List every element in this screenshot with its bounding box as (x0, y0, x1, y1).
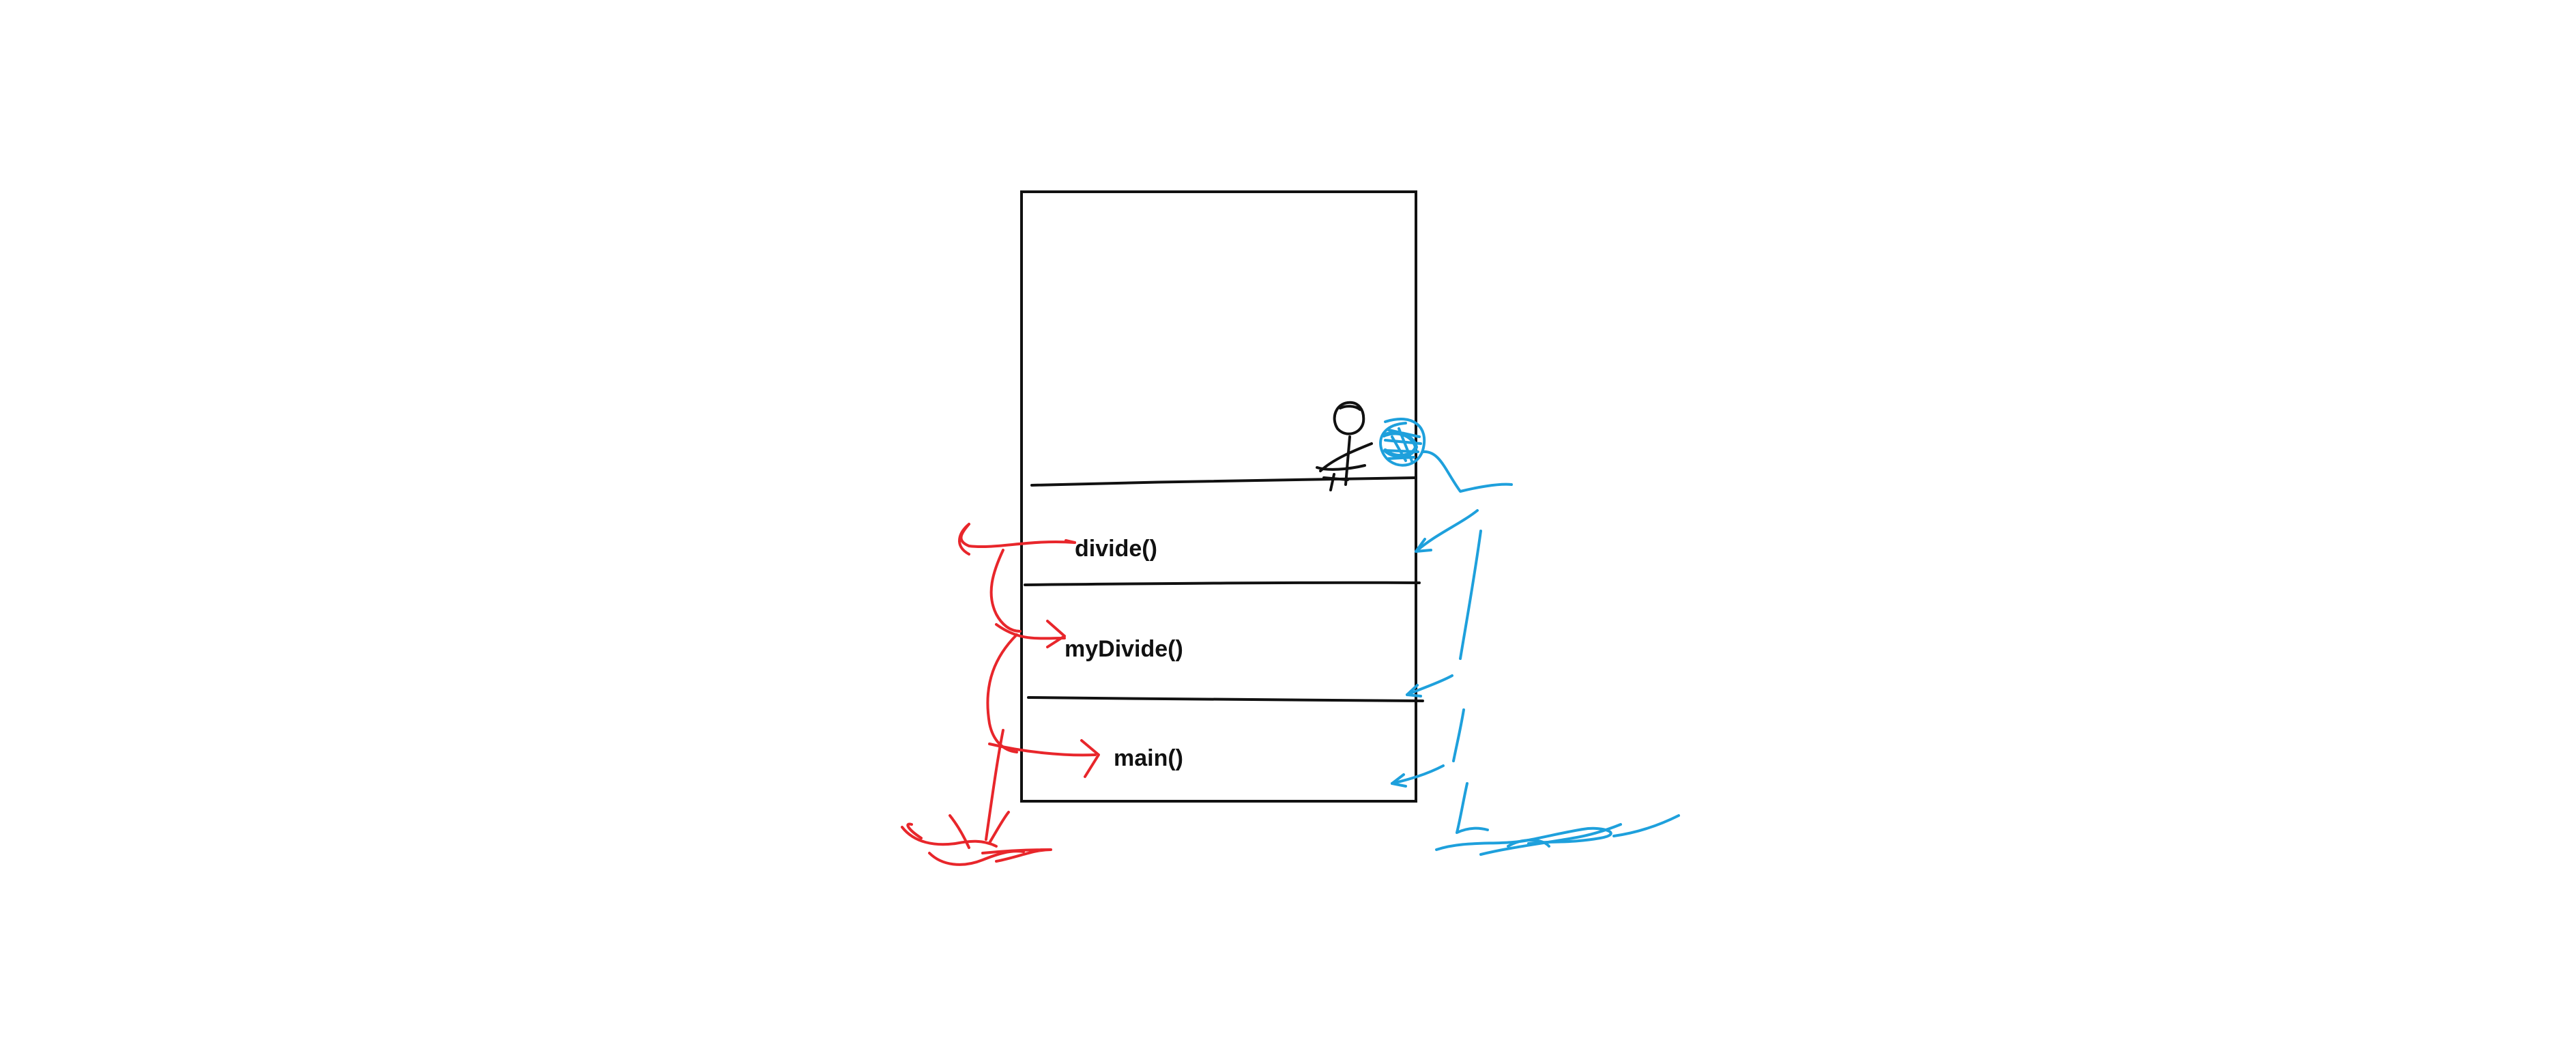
frame-divider-middle (1024, 581, 1421, 586)
frame-label-mydivide: myDivide() (1065, 636, 1183, 662)
frame-divider-top (1030, 476, 1417, 487)
stick-figure-icon (1316, 401, 1373, 491)
frame-label-divide: divide() (1075, 536, 1157, 562)
frame-divider-bottom (1027, 696, 1424, 702)
blue-figure-icon (1379, 418, 1680, 856)
red-arrows-icon (901, 523, 1100, 866)
frame-label-main: main() (1114, 745, 1183, 771)
call-stack-box (1020, 190, 1417, 803)
